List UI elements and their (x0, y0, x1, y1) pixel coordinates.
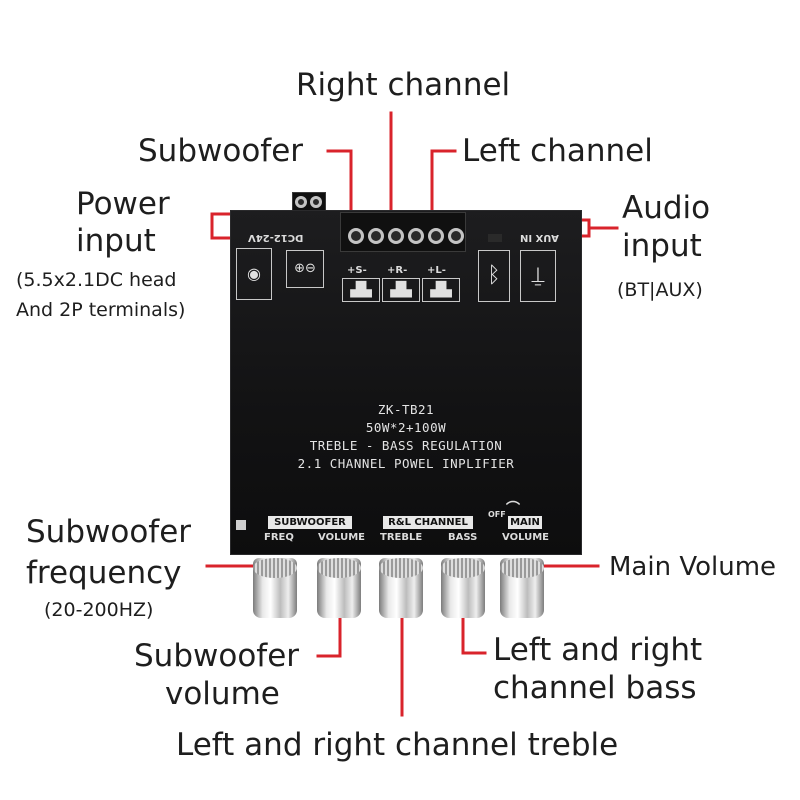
label-sub-frequency-note: (20-200HZ) (44, 599, 154, 621)
label-power-input-note-2: And 2P terminals) (16, 299, 186, 321)
volume-arc-icon: ⌒ (506, 501, 520, 517)
corner-pad (236, 520, 246, 530)
power-jack-icon: ◉ (236, 248, 272, 300)
label-sub-frequency-1: Subwoofer (26, 514, 192, 550)
right-terminal-silk: +R- (387, 265, 408, 276)
off-label: OFF (488, 510, 506, 519)
knob-bass[interactable] (441, 558, 485, 618)
label-sub-volume-1: Subwoofer (134, 638, 300, 674)
label-lr-treble: Left and right channel treble (176, 727, 619, 763)
right-minus-terminal (388, 228, 404, 244)
left-plus-terminal (448, 228, 464, 244)
board-type: 2.1 CHANNEL POWEL INPLIFIER (297, 456, 515, 471)
left-minus-terminal (428, 228, 444, 244)
screw-terminal-icon: ⊕⊖ (286, 250, 324, 288)
speaker-icon: ▟▙ (422, 278, 460, 302)
knob-sub-frequency[interactable] (253, 558, 297, 618)
power-screw-icon (310, 196, 322, 208)
group-subwoofer-label: SUBWOOFER (268, 516, 352, 529)
knob-label-bass: BASS (448, 532, 478, 543)
label-lr-bass-2: channel bass (493, 670, 697, 706)
label-subwoofer-top: Subwoofer (138, 133, 304, 169)
label-left-channel: Left channel (462, 133, 653, 169)
power-screw-icon (295, 196, 307, 208)
power-silk-label: DC12-24V (248, 232, 304, 243)
sub-minus-terminal (348, 228, 364, 244)
label-sub-volume-2: volume (165, 676, 280, 712)
label-audio-input-1: Audio (622, 190, 711, 226)
label-power-input-1: Power (76, 186, 170, 222)
group-rl-label: R&L CHANNEL (383, 516, 473, 529)
leader-subwoofer-top (326, 149, 353, 234)
board-feature: TREBLE - BASS REGULATION (309, 438, 503, 453)
label-audio-input-note: (BT|AUX) (617, 279, 703, 301)
right-plus-terminal (408, 228, 424, 244)
knob-treble[interactable] (379, 558, 423, 618)
sub-plus-terminal (368, 228, 384, 244)
speaker-icon: ▟▙ (342, 278, 380, 302)
label-lr-bass-1: Left and right (493, 632, 703, 668)
leader-left-channel (430, 149, 457, 234)
knob-main-volume[interactable] (500, 558, 544, 618)
board-model: ZK-TB21 (377, 402, 435, 417)
label-sub-frequency-2: frequency (26, 555, 182, 591)
knob-label-main-volume: VOLUME (502, 532, 549, 543)
label-power-input-note-1: (5.5x2.1DC head (16, 269, 177, 291)
sub-terminal-silk: +S- (347, 265, 367, 276)
label-power-input-2: input (76, 223, 156, 259)
board-power: 50W*2+100W (365, 420, 447, 435)
label-audio-input-2: input (622, 228, 702, 264)
aux-silk-label: AUX IN (520, 232, 559, 243)
aux-jack-icon: ⍊ (520, 250, 556, 302)
led-indicator (488, 234, 502, 242)
knob-label-treble: TREBLE (380, 532, 423, 543)
label-main-volume: Main Volume (609, 552, 777, 582)
knob-label-sub-volume: VOLUME (318, 532, 365, 543)
group-main-label: MAIN (508, 516, 542, 529)
left-terminal-silk: +L- (427, 265, 446, 276)
bluetooth-icon: ᛒ (478, 250, 510, 302)
label-right-channel: Right channel (296, 67, 511, 103)
knob-sub-volume[interactable] (317, 558, 361, 618)
speaker-icon: ▟▙ (382, 278, 420, 302)
knob-label-freq: FREQ (264, 532, 294, 543)
amplifier-board: DC12-24V ◉ ⊕⊖ +S- +R- +L- ▟▙ ▟▙ ▟▙ AUX I… (230, 210, 582, 555)
